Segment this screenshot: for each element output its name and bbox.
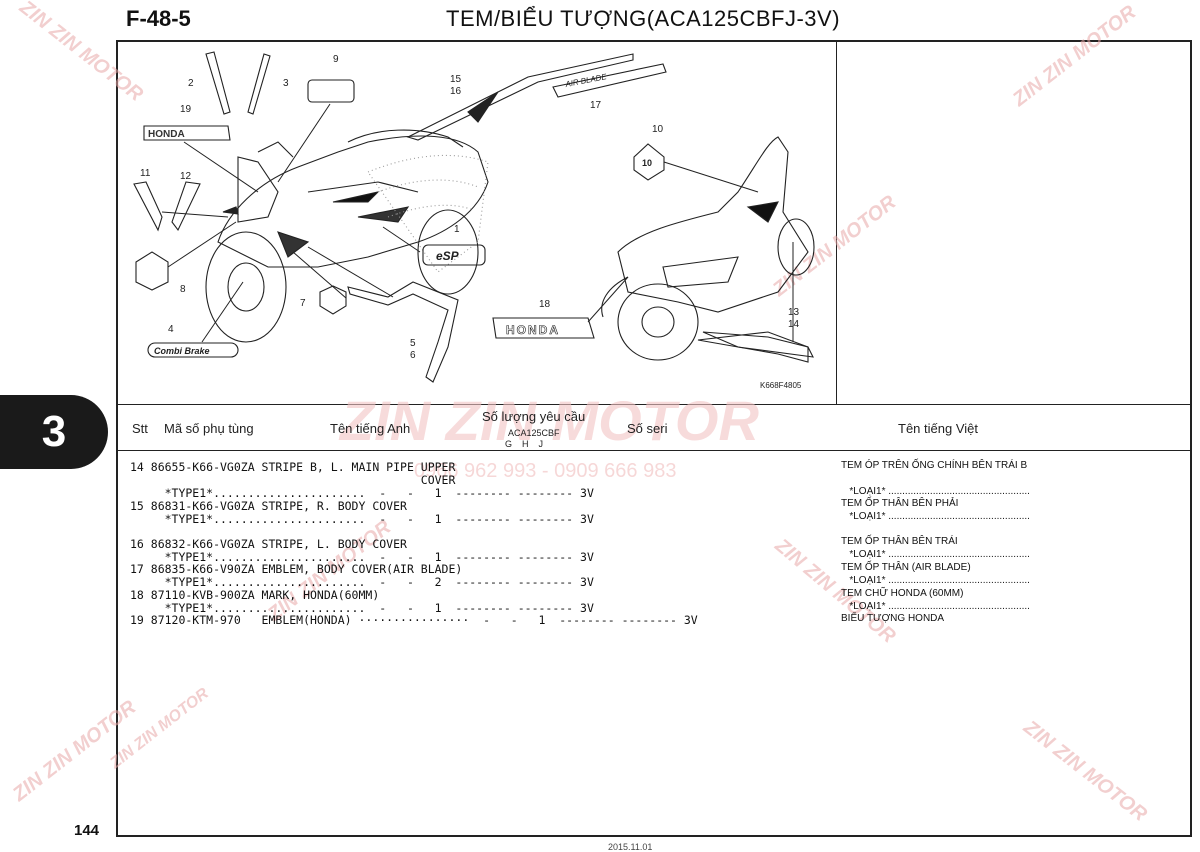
row-14-line3: *TYPE1*...................... - - 1 ----… — [130, 486, 594, 500]
honda-mark-18 — [492, 317, 595, 339]
row-17-line3: *TYPE1*...................... - - 2 ----… — [130, 575, 594, 589]
col-part-no: Mã số phụ tùng — [164, 421, 254, 436]
callout-5: 5 — [410, 338, 416, 349]
row-18-vn1: TEM CHỮ HONDA (60MM) — [841, 588, 964, 599]
sticker-3 — [247, 53, 271, 115]
row-17-vn2: *LOẠI1* ................................… — [841, 575, 1030, 586]
row-14-vn1: TEM ÓP TRÊN ỐNG CHÍNH BÊN TRÁI B — [841, 460, 1028, 471]
table-header-rule — [116, 450, 1192, 451]
stripe-13-14 — [697, 331, 809, 363]
honda-18-text: HONDA — [506, 323, 560, 337]
esp-badge-1 — [422, 244, 486, 266]
row-17-line1: 17 86835-K66-V90ZA EMBLEM, BODY COVER(AI… — [130, 562, 463, 576]
callout-17: 17 — [590, 100, 602, 111]
combi-brake-4 — [147, 342, 239, 358]
row-15-line3: *TYPE1*...................... - - 1 ----… — [130, 512, 594, 526]
row-16-line3: *TYPE1*...................... - - 1 ----… — [130, 550, 594, 564]
col-serial: Số seri — [627, 421, 668, 436]
callout-7: 7 — [300, 298, 306, 309]
callout-18: 18 — [539, 299, 551, 310]
scooter-left-illustration — [205, 129, 489, 343]
badge-7 — [319, 285, 347, 315]
col-qty: Số lượng yêu cầu — [482, 409, 586, 424]
col-name-vn: Tên tiếng Việt — [898, 421, 978, 436]
callout-8: 8 — [180, 284, 186, 295]
callout-15: 15 — [450, 74, 462, 85]
footer-date: 2015.11.01 — [608, 842, 653, 852]
callout-14: 14 — [788, 319, 800, 330]
combi-text: Combi Brake — [154, 346, 210, 356]
stripe-15-16 — [406, 53, 634, 141]
badge-10 — [633, 143, 665, 181]
sticker-2 — [205, 51, 231, 115]
stripe-5-6 — [347, 281, 459, 383]
page-number: 144 — [74, 822, 100, 839]
badge-8 — [135, 251, 169, 291]
page-title: TEM/BIỂU TƯỢNG(ACA125CBFJ-3V) — [446, 6, 841, 31]
row-14-vn2: *LOẠI1* ................................… — [841, 486, 1030, 497]
row-16-vn2: *LOẠI1* ................................… — [841, 549, 1030, 560]
watermark-brand: ZIN ZIN MOTOR — [340, 389, 759, 452]
row-14-line2: COVER — [130, 473, 456, 487]
row-15-vn1: TEM ỐP THÂN BÊN PHẢI — [841, 498, 959, 509]
col-name-en: Tên tiếng Anh — [330, 421, 411, 436]
callout-11: 11 — [140, 168, 151, 179]
sticker-12 — [171, 181, 201, 232]
row-18-line1: 18 87110-KVB-900ZA MARK, HONDA(60MM) — [130, 588, 380, 602]
emblem-17 — [552, 63, 667, 98]
row-19-vn1: BIỂU TƯỢNG HONDA — [841, 613, 945, 624]
anniv-text: 10 — [642, 158, 652, 168]
col-stt: Stt — [132, 421, 148, 436]
diagram-bottom-rule — [116, 404, 1192, 405]
row-16-vn1: TEM ỐP THÂN BÊN TRÁI — [841, 536, 958, 547]
callout-4: 4 — [168, 324, 174, 335]
col-model: ACA125CBF — [508, 428, 560, 438]
row-18-vn2: *LOẠI1* ................................… — [841, 601, 1030, 612]
section-tab: 3 — [0, 395, 108, 469]
row-15-line1: 15 86831-K66-VG0ZA STRIPE, R. BODY COVER — [130, 499, 407, 513]
row-15-vn2: *LOẠI1* ................................… — [841, 511, 1030, 522]
badge-9 — [307, 79, 355, 103]
section-code: F-48-5 — [126, 6, 191, 31]
callout-9: 9 — [333, 54, 339, 65]
callouts: 1 2 3 4 5 6 7 8 9 10 11 12 13 14 15 16 1… — [140, 54, 800, 361]
honda-19-text: HONDA — [148, 129, 185, 140]
callout-1: 1 — [454, 224, 460, 235]
callout-10: 10 — [652, 124, 664, 135]
callout-16: 16 — [450, 86, 462, 97]
diagram-ref-code: K668F4805 — [760, 381, 802, 390]
row-19-line1: 19 87120-KTM-970 EMBLEM(HONDA) ·········… — [130, 613, 698, 627]
row-14-line1: 14 86655-K66-VG0ZA STRIPE B, L. MAIN PIP… — [130, 460, 456, 474]
sticker-11 — [133, 181, 163, 232]
callout-2: 2 — [188, 78, 194, 89]
honda-wing-pattern — [367, 154, 489, 273]
row-17-vn1: TEM ỐP THÂN (AIR BLADE) — [841, 562, 971, 573]
callout-12: 12 — [180, 171, 192, 182]
callout-19: 19 — [180, 104, 192, 115]
callout-6: 6 — [410, 350, 416, 361]
callout-13: 13 — [788, 307, 800, 318]
leader-lines — [161, 103, 794, 343]
row-16-line1: 16 86832-K66-VG0ZA STRIPE, L. BODY COVER — [130, 537, 407, 551]
scooter-right-illustration — [601, 136, 815, 361]
parts-diagram: HONDA HONDA eSP Combi Brake 10 AIR BLADE… — [133, 51, 815, 390]
callout-3: 3 — [283, 78, 289, 89]
honda-mark-19 — [143, 125, 231, 141]
col-ghj: G H J — [505, 439, 544, 449]
esp-text: eSP — [436, 249, 460, 263]
diagram-divider — [836, 40, 837, 405]
watermark-phone: 0966 962 993 - 0909 666 983 — [414, 460, 677, 482]
content-frame — [116, 40, 1192, 837]
row-18-line3: *TYPE1*...................... - - 1 ----… — [130, 601, 594, 615]
